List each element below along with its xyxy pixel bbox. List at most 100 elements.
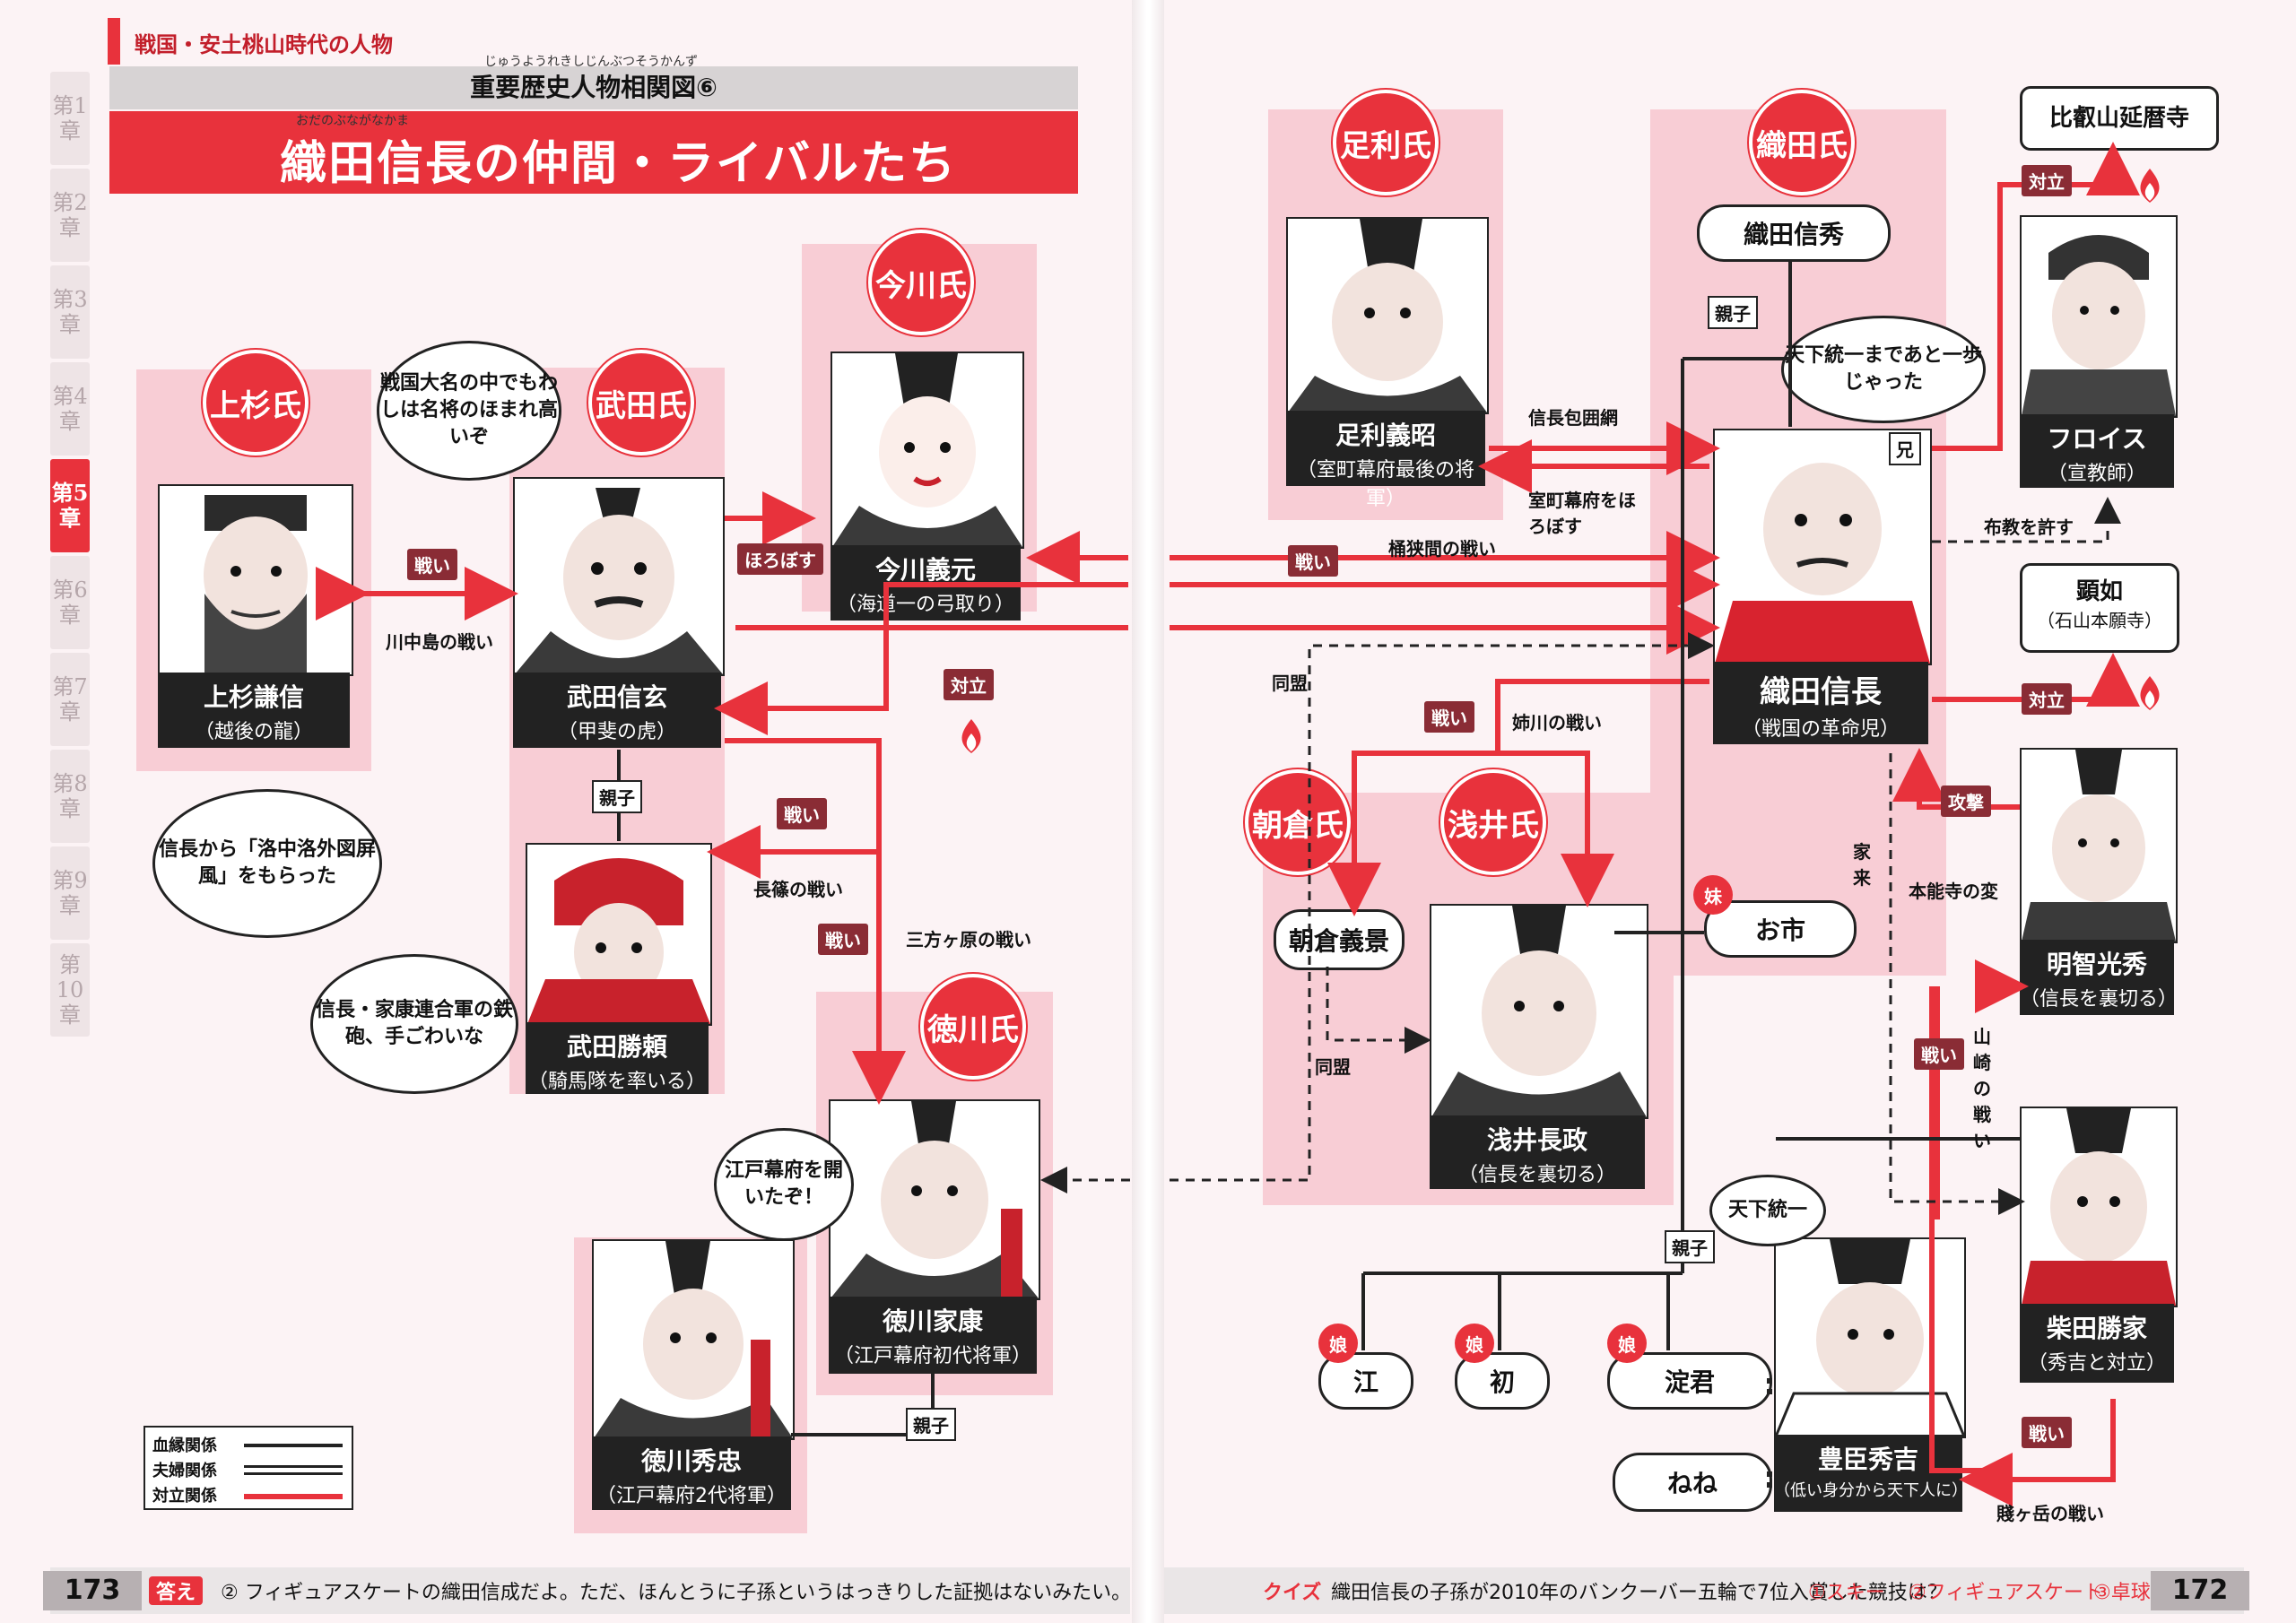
chapter-tab-label: 第2章 — [52, 190, 88, 240]
nobunaga-name: 織田信長 — [1760, 674, 1882, 710]
quiz-label: クイズ — [1263, 1582, 1322, 1604]
kenshin-desc: （越後の龍） — [194, 721, 313, 743]
oichi-node: お市 — [1704, 900, 1857, 958]
shingen-desc: （甲斐の虎） — [557, 721, 676, 743]
missionary-face-icon — [2022, 235, 2176, 416]
houimou-label: 信長包囲網 — [1528, 407, 1618, 429]
takeda-clan-label: 武田氏 — [588, 350, 694, 456]
left-page-number: 173 — [43, 1571, 142, 1610]
running-header-text: 戦国・安土桃山時代の人物 — [135, 32, 393, 57]
parent-child-text: 親子 — [1672, 1237, 1708, 1259]
tokugawa-clan-label-text: 徳川氏 — [927, 1011, 1019, 1048]
katsuie-name: 柴田勝家 — [2046, 1314, 2147, 1343]
battle-tag-text: 戦い — [414, 555, 450, 577]
alliance-lines — [1040, 497, 2121, 1215]
chapter-tab-4[interactable]: 第4章 — [50, 362, 90, 456]
oda-clan-label-text: 織田氏 — [1756, 127, 1848, 164]
hideyoshi-speech-bubble: 天下統一 — [1709, 1175, 1826, 1246]
mitsuhide-nameplate: 明智光秀 （信長を裏切る） — [2020, 940, 2179, 1015]
katsuyori-nameplate: 武田勝頼 （騎馬隊を率いる） — [526, 1022, 709, 1094]
legend-blood-label: 血縁関係 — [152, 1436, 217, 1455]
chapter-tab-6[interactable]: 第6章 — [50, 556, 90, 649]
mitsuhide-desc: （信長を裏切る） — [2020, 988, 2179, 1011]
kenshin-portrait — [158, 484, 353, 676]
parent-child-text: 親子 — [913, 1415, 949, 1436]
quiz-option-3[interactable]: ③卓球 — [2093, 1582, 2151, 1604]
daughter-badge-text: 娘 — [1465, 1333, 1483, 1356]
chapter-tab-10[interactable]: 第10章 — [50, 943, 90, 1037]
chapter-tab-1[interactable]: 第1章 — [50, 72, 90, 165]
ieyasu-desc: （江戸幕府初代将軍） — [833, 1345, 1031, 1367]
ieyasu-portrait — [829, 1099, 1040, 1300]
samurai-face-icon — [2022, 1108, 2176, 1306]
kawanakajima-label: 川中島の戦い — [386, 631, 493, 653]
legend-marriage-line-2 — [244, 1472, 343, 1475]
imagawa-clan-label-text: 今川氏 — [875, 267, 967, 304]
nobunaga-portrait — [1713, 429, 1932, 665]
left-footer: 答え ② フィギュアスケートの織田信成だよ。ただ、ほんとうに子孫というはっきりし… — [50, 1567, 1131, 1614]
battle-tag-kawanakajima: 戦い — [407, 549, 457, 580]
chapter-tab-label: 第5章 — [51, 480, 89, 531]
chapter-tab-8[interactable]: 第8章 — [50, 750, 90, 843]
shingen-nameplate: 武田信玄 （甲斐の虎） — [513, 673, 721, 748]
yodo-label: 淀君 — [1664, 1367, 1715, 1397]
right-footer: クイズ 織田信長の子孫が2010年のバンクーバー五輪で7位入賞した競技は？ ①ス… — [1164, 1567, 2244, 1614]
legend-blood-line — [244, 1444, 343, 1447]
katsuie-nameplate: 柴田勝家 （秀吉と対立） — [2020, 1304, 2174, 1383]
kenshin-speech-bubble: 信長から「洛中洛外図屏風」をもらった — [152, 789, 382, 938]
chapter-tab-7[interactable]: 第7章 — [50, 653, 90, 746]
header-marker — [108, 18, 120, 65]
diagram-subtitle: 重要歴史人物相関図⑥ — [109, 66, 1078, 109]
chapter-tab-label: 第9章 — [52, 868, 88, 918]
katsuyori-speech-text: 信長・家康連合軍の鉄砲、手ごわいな — [315, 999, 513, 1048]
fire-icon — [2135, 674, 2165, 712]
anegawa-label: 姉川の戦い — [1512, 712, 1602, 733]
chapter-tab-2[interactable]: 第2章 — [50, 169, 90, 262]
yoshiaki-portrait — [1286, 217, 1489, 414]
parent-child-text: 親子 — [1715, 303, 1751, 325]
nagamasa-desc: （信長を裏切る） — [1457, 1164, 1616, 1186]
running-header: 戦国・安土桃山時代の人物 — [108, 18, 502, 65]
noble-face-icon — [1288, 219, 1487, 412]
ieyasu-speech-text: 江戸幕府を開いたぞ！ — [724, 1159, 843, 1209]
nobuhide-label: 織田信秀 — [1743, 220, 1844, 249]
battle-tag-anegawa: 戦い — [1424, 701, 1474, 733]
opposition-tag-left: 対立 — [944, 669, 994, 700]
hatsu-label: 初 — [1489, 1367, 1515, 1397]
samurai-face-icon — [1431, 906, 1647, 1117]
hidetada-portrait — [592, 1239, 795, 1440]
quiz-option-1[interactable]: ①スキー — [1808, 1582, 1885, 1604]
imagawa-clan-label: 今川氏 — [868, 230, 974, 335]
samurai-face-icon — [204, 495, 308, 674]
katsuyori-speech-bubble: 信長・家康連合軍の鉄砲、手ごわいな — [310, 954, 518, 1094]
right-page-number: 172 — [2151, 1571, 2249, 1610]
uesugi-clan-label: 上杉氏 — [203, 350, 309, 456]
nobunaga-face-icon — [1715, 463, 1930, 664]
frois-name: フロイス — [2047, 424, 2147, 454]
battle-tag-shizugatake: 戦い — [2022, 1417, 2072, 1448]
honnoji-label: 本能寺の変 — [1909, 881, 1998, 902]
uesugi-clan-label-text: 上杉氏 — [210, 387, 301, 424]
frois-nameplate: フロイス （宣教師） — [2020, 414, 2174, 488]
chapter-tab-label: 第6章 — [52, 577, 88, 628]
ashikaga-clan-label-text: 足利氏 — [1340, 127, 1431, 164]
chapter-tab-label: 第8章 — [52, 771, 88, 821]
opposition-tag-text: 対立 — [951, 675, 987, 697]
chapter-tab-9[interactable]: 第9章 — [50, 846, 90, 940]
battle-tag-mikatagahara: 戦い — [818, 924, 868, 955]
quiz-option-2[interactable]: ②フィギュアスケート — [1909, 1582, 2103, 1604]
battle-tag-text: 戦い — [1431, 707, 1467, 729]
kenshin-nameplate: 上杉謙信 （越後の龍） — [158, 673, 350, 748]
battle-tag-text: 戦い — [1295, 551, 1331, 573]
ieyasu-name: 徳川家康 — [882, 1306, 983, 1336]
conflict-lines — [316, 142, 2140, 1506]
chapter-tab-3[interactable]: 第3章 — [50, 265, 90, 359]
hidetada-desc: （江戸幕府2代将軍） — [596, 1485, 787, 1507]
parent-child-text: 親子 — [599, 787, 635, 809]
katsuie-desc: （秀吉と対立） — [2027, 1352, 2166, 1375]
kenshin-speech-text: 信長から「洛中洛外図屏風」をもらった — [158, 838, 376, 888]
chapter-tab-5[interactable]: 第5章 — [50, 459, 90, 552]
hideyoshi-face-icon — [1776, 1239, 1964, 1436]
oda-clan-label: 織田氏 — [1749, 90, 1855, 195]
